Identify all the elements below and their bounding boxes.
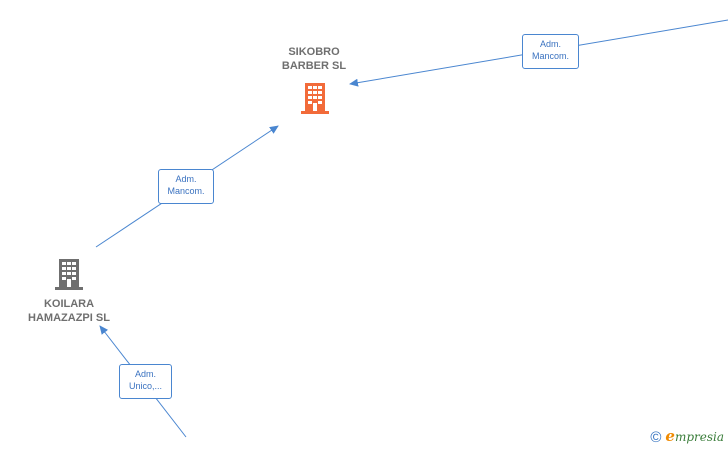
brand-initial: e xyxy=(665,427,675,445)
edge-label-line1: Adm. xyxy=(175,174,197,184)
edge-label-line1: Adm. xyxy=(539,39,561,49)
node-label-line2: HAMAZAZPI SL xyxy=(28,312,110,324)
empresia-logo: ©empresia xyxy=(650,427,724,446)
node-label-sikobro[interactable]: SIKOBRO BARBER SL xyxy=(262,45,366,73)
edge-label-middle[interactable]: Adm. Mancom. xyxy=(158,169,214,204)
copyright-icon: © xyxy=(650,429,662,446)
node-label-line1: KOILARA xyxy=(43,298,95,310)
edge-label-line2: Mancom. xyxy=(167,186,205,196)
edge-label-line1: Adm. xyxy=(134,369,156,379)
edge-label-line2: Unico,... xyxy=(128,381,162,391)
edge-label-top-right[interactable]: Adm. Mancom. xyxy=(522,34,579,69)
building-icon[interactable] xyxy=(299,81,331,115)
building-icon[interactable] xyxy=(53,257,85,291)
node-label-line2: BARBER SL xyxy=(281,60,347,72)
brand-name: mpresia xyxy=(674,430,724,444)
node-label-koilara[interactable]: KOILARA HAMAZAZPI SL xyxy=(14,297,124,325)
node-label-line1: SIKOBRO xyxy=(288,46,340,58)
edge-label-bottom[interactable]: Adm. Unico,... xyxy=(119,364,172,399)
edge-label-line2: Mancom. xyxy=(531,51,569,61)
